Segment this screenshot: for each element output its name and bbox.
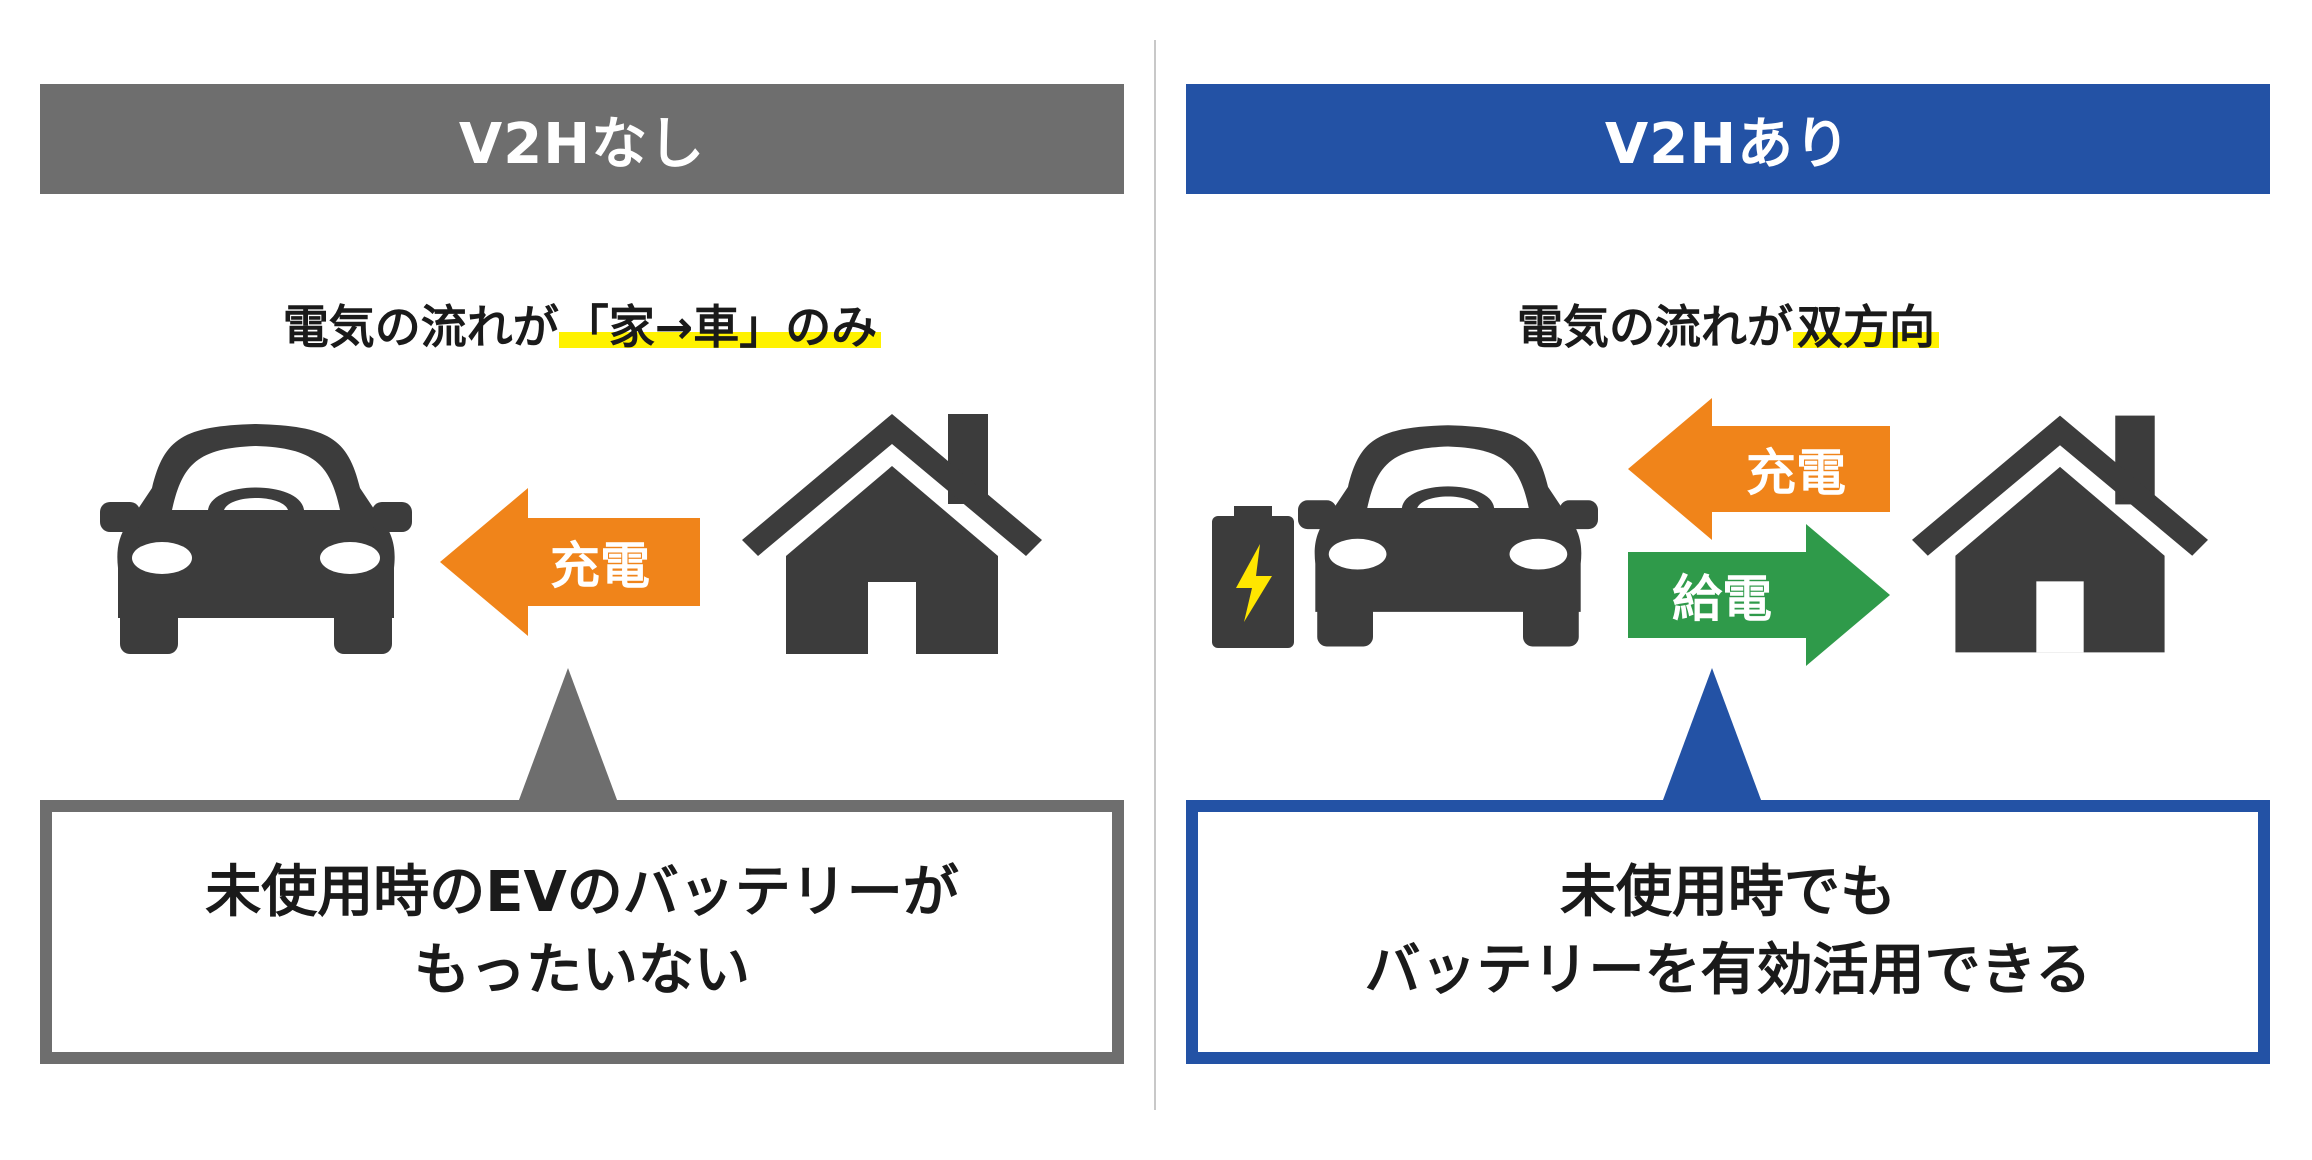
lightning-icon (1236, 544, 1272, 622)
supply-arrow (1628, 524, 1890, 666)
callout-right: 未使用時でも バッテリーを有効活用できる (1186, 800, 2270, 1064)
center-divider (1154, 40, 1156, 1110)
battery-icon (1212, 506, 1294, 648)
subtitle-right-highlight: 双方向 (1793, 291, 1939, 357)
charge-arrow-right (1628, 398, 1890, 540)
callout-pointer-left (516, 668, 620, 808)
callout-left-line1: 未使用時のEVのバッテリーが (205, 859, 959, 925)
subtitle-left-prefix: 電気の流れが (282, 300, 559, 354)
callout-pointer-right (1660, 668, 1764, 808)
subtitle-left-highlight: 「家→車」のみ (558, 291, 882, 357)
charge-arrow-label: 充電 (550, 537, 650, 595)
callout-left: 未使用時のEVのバッテリーが もったいない (40, 800, 1124, 1064)
callout-right-line2: バッテリーを有効活用できる (1364, 938, 2092, 1003)
callout-left-line2: もったいない (414, 938, 750, 1003)
car-icon (100, 424, 412, 654)
car-icon-right (1298, 425, 1598, 647)
charge-arrow (440, 488, 700, 636)
charge-arrow-right-label: 充電 (1746, 444, 1846, 502)
supply-arrow-label: 給電 (1672, 570, 1772, 628)
subtitle-right: 電気の流れが双方向 (1186, 288, 2270, 360)
callout-right-line1: 未使用時でも (1560, 859, 1896, 925)
house-icon (742, 414, 1042, 654)
header-with-v2h: V2Hあり (1186, 84, 2270, 194)
subtitle-left: 電気の流れが「家→車」のみ (40, 288, 1124, 360)
house-icon-right (1912, 415, 2208, 653)
subtitle-right-prefix: 電気の流れが (1517, 300, 1793, 354)
header-without-v2h: V2Hなし (40, 84, 1124, 194)
